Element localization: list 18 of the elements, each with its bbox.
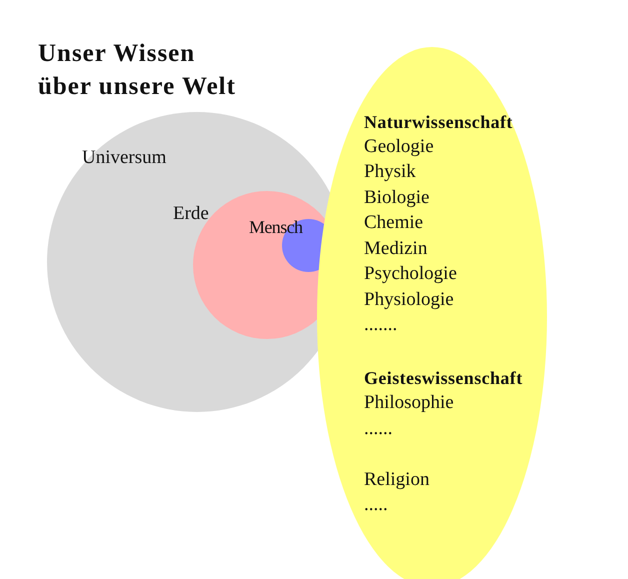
subject-item: Medizin [364, 238, 428, 260]
subject-item: Physiologie [364, 288, 454, 310]
subject-item: Biologie [364, 186, 430, 208]
region-label: Erde [173, 203, 209, 225]
subject-item: Religion [364, 468, 430, 490]
category-heading: Naturwissenschaft [364, 110, 513, 132]
category-heading: Geisteswissenschaft [364, 366, 523, 388]
subject-item: Chemie [364, 212, 424, 234]
title: Unser Wissen über unsere Welt [38, 39, 237, 102]
region-label: Mensch [249, 216, 302, 238]
subject-item: Geologie [364, 136, 434, 158]
subject-item: Psychologie [364, 262, 457, 284]
ellipsis: ..... [364, 494, 388, 516]
subject-item: Philosophie [364, 392, 454, 414]
ellipsis: ...... [364, 418, 392, 440]
ellipsis: ....... [364, 314, 398, 336]
subject-item: Physik [364, 160, 416, 182]
region-label: Universum [82, 147, 166, 169]
